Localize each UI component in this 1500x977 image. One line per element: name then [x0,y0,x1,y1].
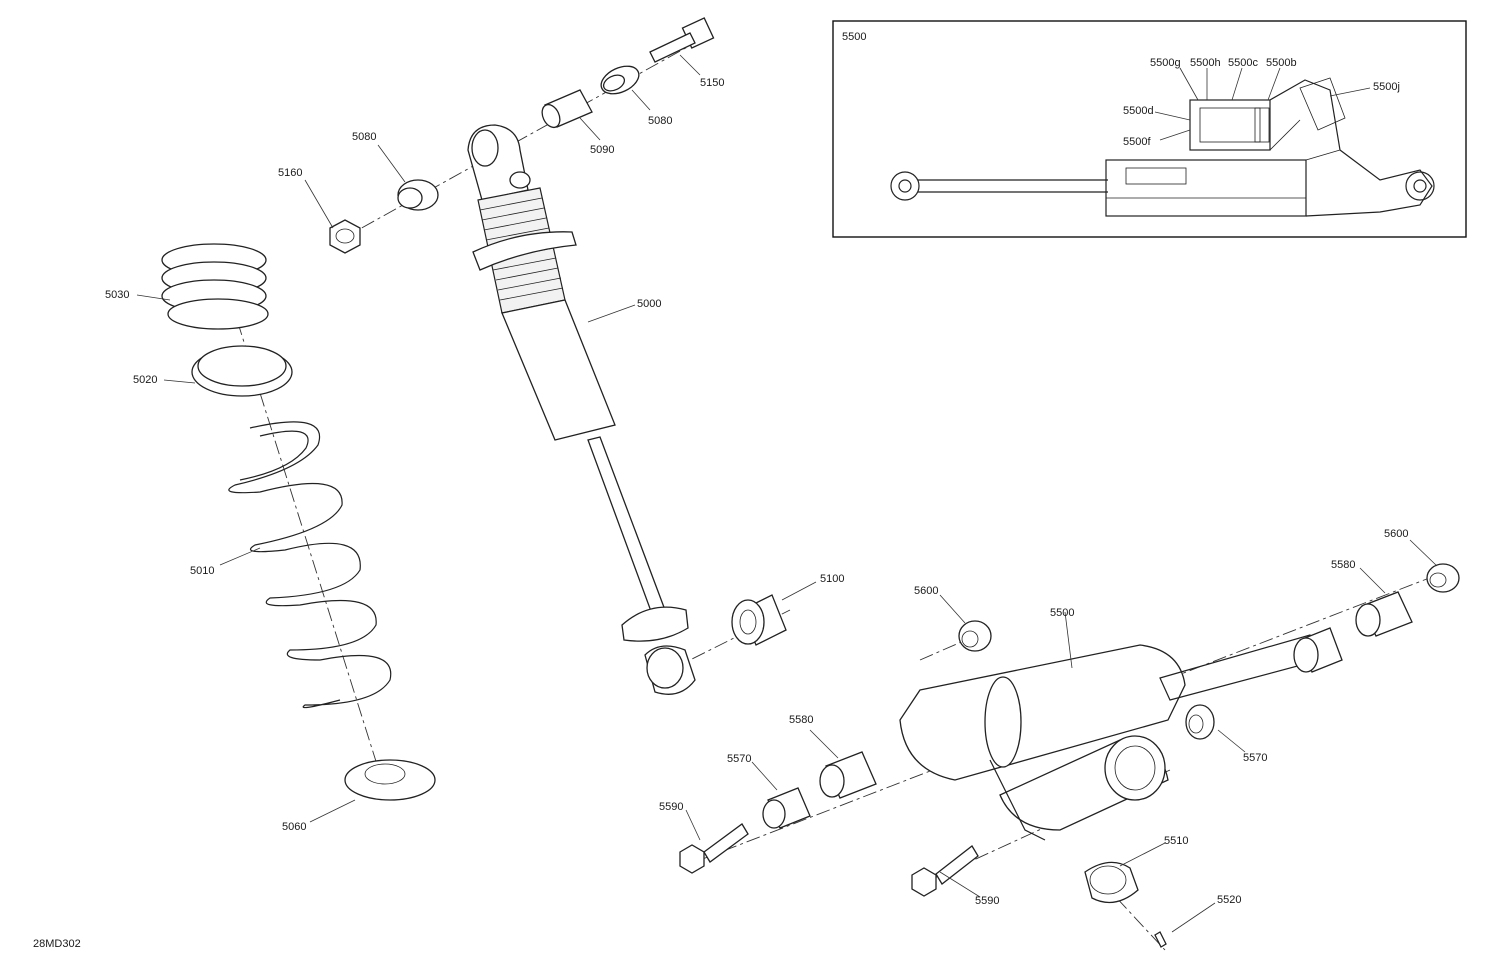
inset-panel: 5500 5500g 5500h 5500 [832,20,1467,238]
callout-5570-right: 5570 [1243,752,1267,764]
shock-5500 [899,634,1321,841]
inset-shock-section [890,77,1435,217]
knob-5510 [1084,861,1139,904]
inset-frame [832,20,1467,238]
spring-5030 [161,243,269,330]
callout-5030: 5030 [105,289,129,301]
bolt-5150 [649,17,715,63]
bushing-5580-left [819,751,877,799]
callout-5580-right: 5580 [1331,559,1355,571]
callout-5590-right: 5590 [975,895,999,907]
nut-5160 [329,219,361,254]
callout-5580-left: 5580 [789,714,813,726]
callout-5160: 5160 [278,167,302,179]
bushing-5080-left [397,179,439,211]
callout-5510: 5510 [1164,835,1188,847]
callout-5100: 5100 [820,573,844,585]
callout-5500h: 5500h [1190,57,1221,69]
callout-5150: 5150 [700,77,724,89]
seat-5060 [344,759,436,801]
callout-5590-left: 5590 [659,801,683,813]
bushing-5570-left [762,787,811,829]
bushing-5080-top [600,65,640,95]
axis-upper-mount [339,39,701,241]
callout-5520: 5520 [1217,894,1241,906]
screw-5520 [1154,931,1167,948]
spring-5010 [228,421,392,709]
drawing-number: 28MD302 [33,938,81,950]
bolt-5590-right [911,845,979,897]
callout-5500j: 5500j [1373,81,1400,93]
callout-5500b: 5500b [1266,57,1297,69]
axis-5520 [1099,879,1166,951]
bushing-5580-right [1355,591,1413,637]
shock-5000 [467,124,696,695]
callout-5570-left: 5570 [727,753,751,765]
callout-5600-left: 5600 [914,585,938,597]
callout-5080-left: 5080 [352,131,376,143]
callout-5090: 5090 [590,144,614,156]
callout-5500g: 5500g [1150,57,1181,69]
callout-5080-top: 5080 [648,115,672,127]
inset-title: 5500 [842,31,866,43]
bushing-5600-left [958,620,992,652]
callout-5500d: 5500d [1123,105,1154,117]
callout-5000: 5000 [637,298,661,310]
bolt-5590-left [679,823,749,874]
callout-5020: 5020 [133,374,157,386]
bushing-5570-right [1185,704,1215,740]
eye-sleeve-right [1293,627,1343,673]
bushing-5600-right [1426,563,1460,593]
sleeve-5090 [541,89,593,129]
callout-5010: 5010 [190,565,214,577]
leader-lines [136,54,1438,933]
bushing-5100 [731,594,787,646]
callout-5060: 5060 [282,821,306,833]
spacer-5020 [191,345,293,397]
callout-5500f: 5500f [1123,136,1151,148]
callout-5600-right: 5600 [1384,528,1408,540]
callout-labels: 5150 5080 5090 5080 5160 5030 5020 5000 … [33,77,1408,950]
callout-5500: 5500 [1050,607,1074,619]
callout-5500c: 5500c [1228,57,1258,69]
axis-spring [214,249,386,791]
